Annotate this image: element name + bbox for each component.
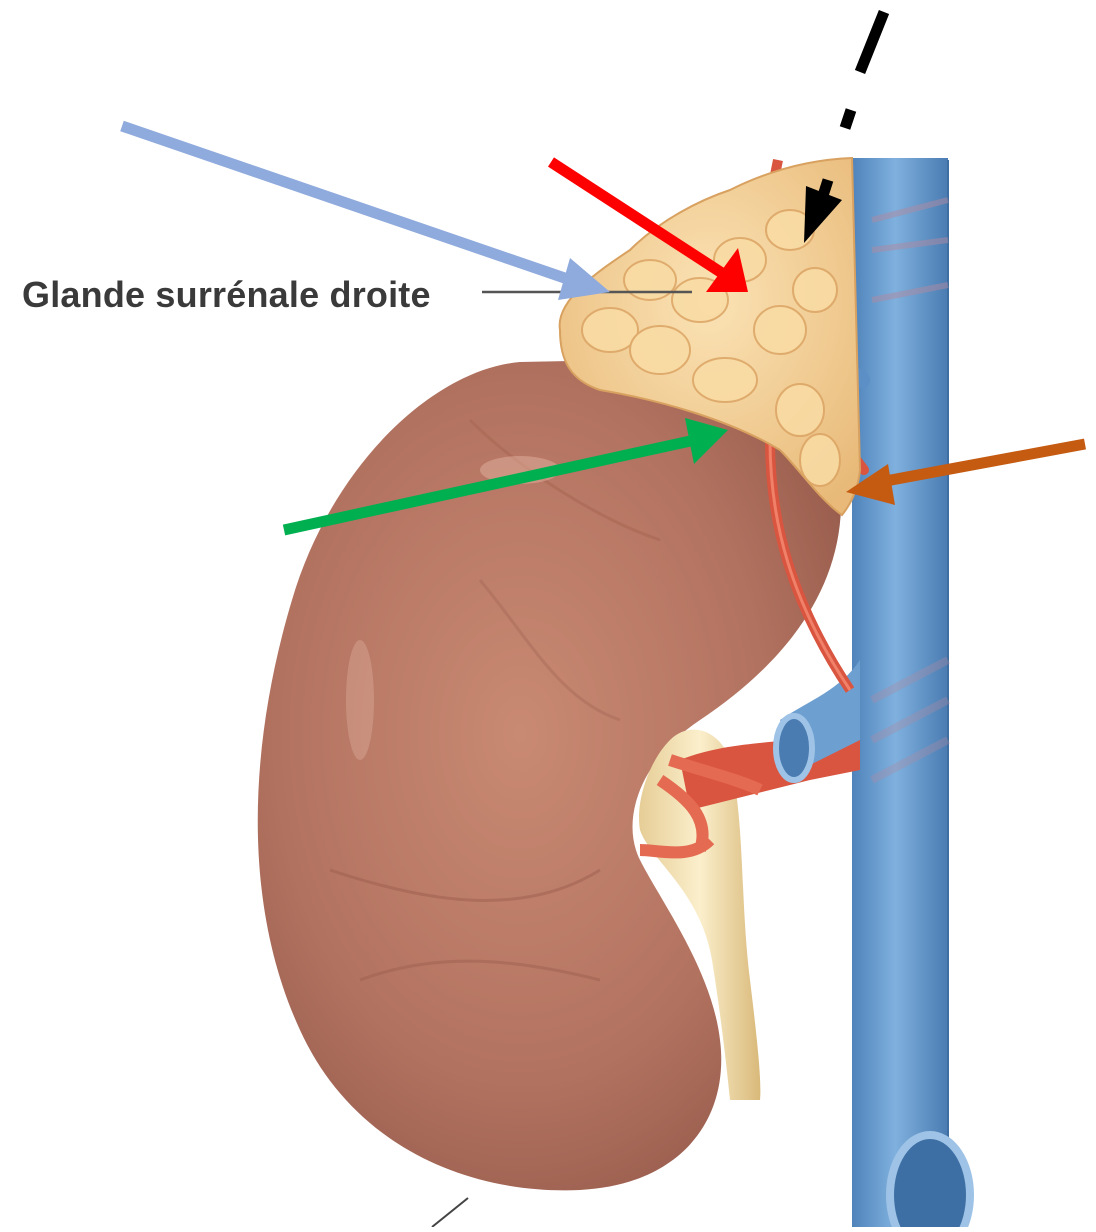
inferior-vena-cava xyxy=(852,158,970,1227)
right-adrenal-gland-label: Glande surrénale droite xyxy=(22,274,431,316)
bottom-leader-line xyxy=(432,1198,468,1227)
